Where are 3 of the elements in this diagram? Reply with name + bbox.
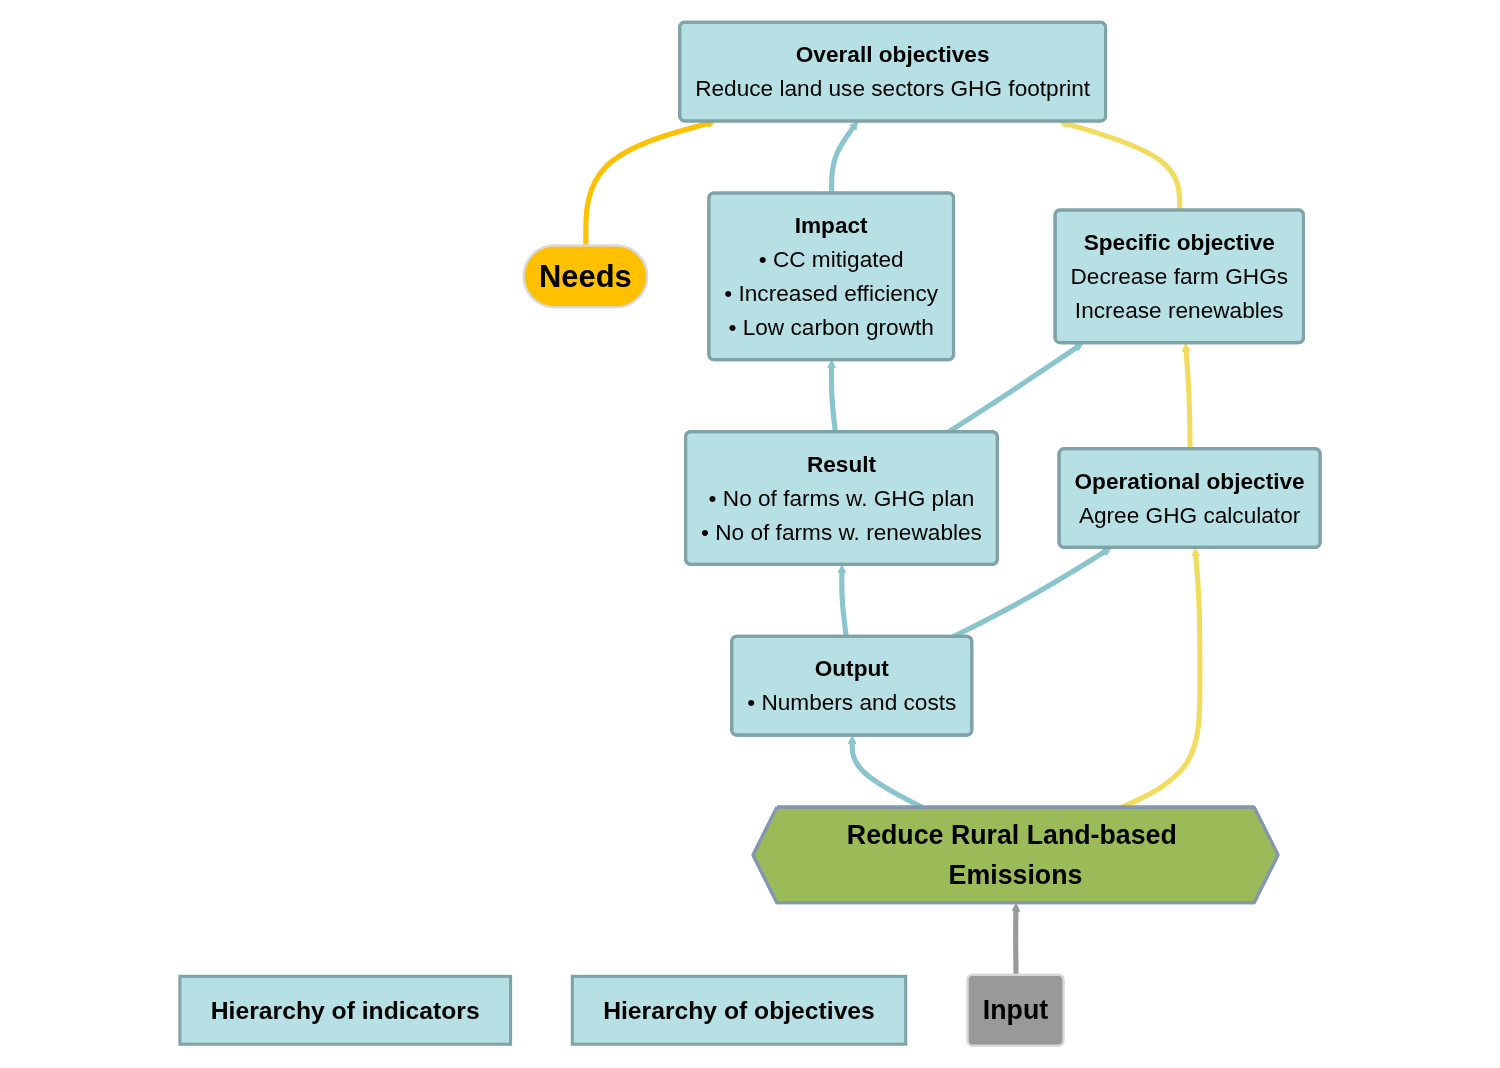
node-box: Hierarchy of indicators [178, 974, 513, 1046]
node-box: Hierarchy of objectives [570, 974, 908, 1046]
arrow [829, 121, 858, 194]
